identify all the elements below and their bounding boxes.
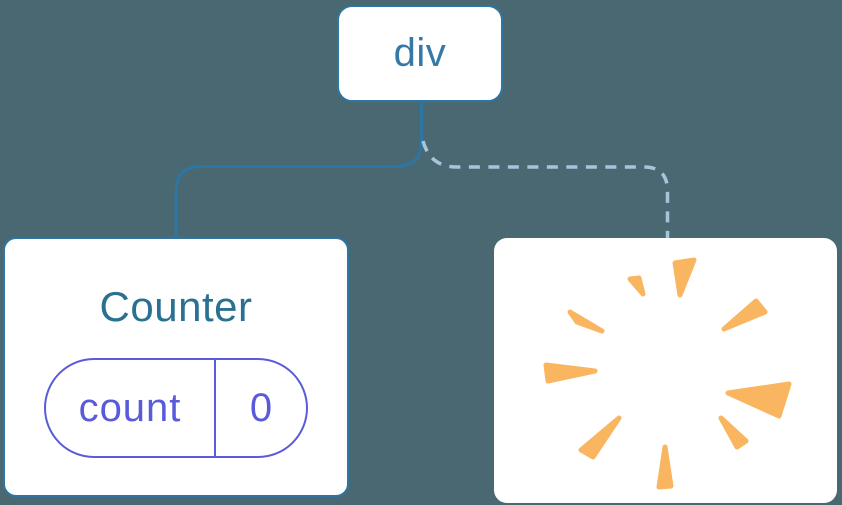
state-pill: count 0	[44, 358, 308, 458]
component-title: Counter	[99, 283, 253, 330]
poof-starburst-icon	[543, 257, 792, 490]
tree-node-div: div	[337, 5, 503, 102]
solid-connector-line	[174, 101, 423, 238]
state-key-label: count	[46, 360, 216, 456]
tree-node-div-label: div	[393, 31, 447, 75]
removed-component-card	[494, 238, 837, 503]
state-value: 0	[249, 385, 273, 430]
counter-component-card: Counter count 0	[3, 237, 349, 497]
dashed-connector-line	[421, 140, 670, 239]
